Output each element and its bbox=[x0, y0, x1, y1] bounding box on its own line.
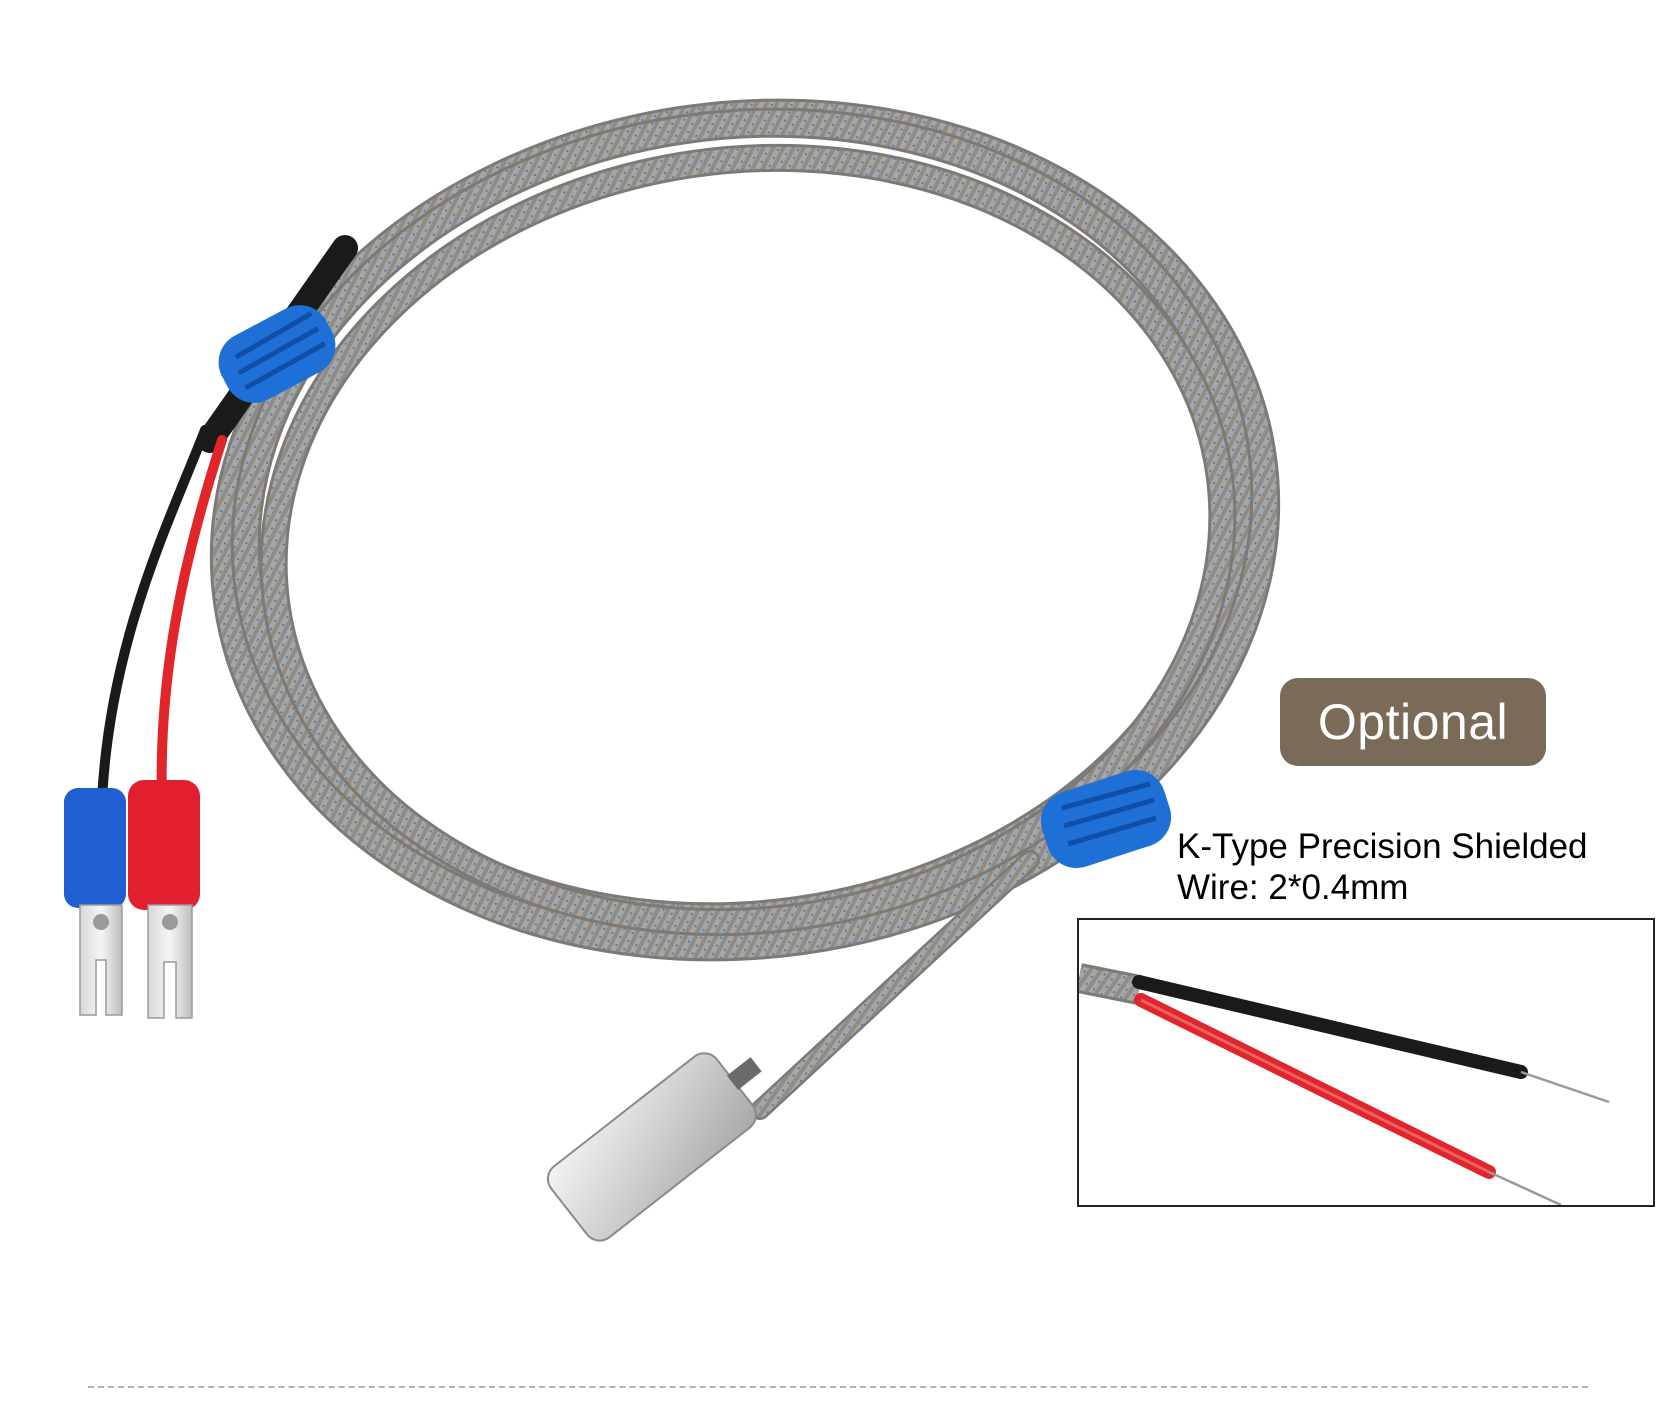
dashed-divider bbox=[88, 1386, 1588, 1388]
wire-closeup-inset bbox=[1077, 918, 1655, 1207]
optional-badge: Optional bbox=[1280, 678, 1546, 766]
flat-probe-tip bbox=[546, 1052, 762, 1242]
red-wire-conductor bbox=[1488, 1170, 1562, 1205]
wire-spec-line-1: K-Type Precision Shielded bbox=[1177, 827, 1588, 866]
black-lead-wire bbox=[97, 425, 210, 805]
red-lead-wire bbox=[156, 435, 227, 805]
wire-spec-caption: K-Type Precision Shielded Wire: 2*0.4mm bbox=[1177, 826, 1657, 908]
spade-terminal-blue bbox=[64, 788, 126, 1016]
blue-cable-tie bbox=[218, 305, 336, 403]
wire-spec-line-2: Wire: 2*0.4mm bbox=[1177, 868, 1409, 907]
braided-cable-coil bbox=[209, 98, 1281, 1120]
blue-cable-tie bbox=[1040, 769, 1172, 869]
black-wire-conductor bbox=[1520, 1070, 1610, 1104]
black-wire-closeup bbox=[1132, 975, 1528, 1079]
exposed-wire-ends bbox=[1079, 963, 1610, 1205]
spade-terminal-red bbox=[128, 780, 200, 1019]
